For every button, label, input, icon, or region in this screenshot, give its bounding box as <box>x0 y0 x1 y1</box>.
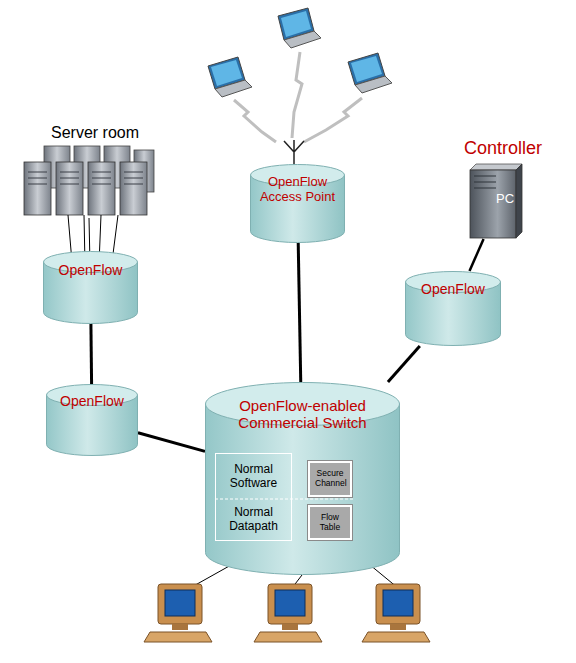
label-wrap: OpenFlow <box>46 393 138 409</box>
server-tower <box>88 162 115 215</box>
wireless-bolt <box>234 100 276 142</box>
laptop-keyboard <box>284 31 321 48</box>
wireless-bolt <box>304 98 362 142</box>
label-wrap: OpenFlow-enabled Commercial Switch <box>205 397 400 432</box>
laptop-keyboard <box>215 80 252 97</box>
keyboard <box>254 632 322 642</box>
monitor-screen <box>383 590 413 616</box>
node-label: OpenFlow <box>46 262 136 278</box>
cylinder-node: OpenFlow-enabled Commercial SwitchNormal… <box>205 382 400 575</box>
cylinder-body <box>251 175 345 242</box>
link-line <box>89 218 91 251</box>
link-line <box>89 324 93 384</box>
server-tower <box>24 162 51 215</box>
cylinder-body <box>406 282 501 346</box>
component-box: Flow Table <box>308 505 352 540</box>
server-rack <box>24 146 154 215</box>
label-wrap: OpenFlow <box>405 281 501 297</box>
component-label: Secure Channel <box>315 469 345 489</box>
monitor-stand <box>390 624 406 630</box>
keyboard <box>362 632 430 642</box>
link-line <box>138 433 205 452</box>
antenna <box>284 140 304 166</box>
link-line <box>469 239 483 271</box>
cylinder-body <box>44 262 138 323</box>
monitor-stand <box>172 624 188 630</box>
server-tower <box>120 162 147 215</box>
monitor-screen <box>165 590 195 616</box>
cylinder-node: OpenFlow <box>46 384 138 456</box>
wireless-bolt <box>292 52 302 138</box>
laptop-keyboard <box>355 76 392 93</box>
node-label: OpenFlow <box>47 393 137 409</box>
laptop <box>208 57 252 97</box>
drive-slots <box>474 176 496 188</box>
controller-pc <box>470 164 522 238</box>
node-label: OpenFlow Access Point <box>256 175 340 205</box>
component-label: Flow Table <box>315 513 345 533</box>
group-heading: Server room <box>32 124 158 142</box>
component-box: Normal Datapath <box>215 499 292 541</box>
keyboard <box>144 632 212 642</box>
controller-node: ControllerPC <box>456 137 556 239</box>
monitor <box>158 584 202 624</box>
server-group: Server room <box>18 124 158 218</box>
pc-label: PC <box>496 191 514 206</box>
component-box: Secure Channel <box>308 461 352 497</box>
node-label: OpenFlow <box>408 281 498 297</box>
component-label: Normal Datapath <box>224 506 284 534</box>
cylinder-shape <box>43 251 138 324</box>
node-label: OpenFlow-enabled Commercial Switch <box>220 397 385 432</box>
laptop <box>348 53 392 93</box>
label-wrap: OpenFlow Access Point <box>250 175 345 205</box>
monitor-screen <box>275 590 305 616</box>
monitor <box>376 584 420 624</box>
cylinder-node: OpenFlow <box>43 251 138 324</box>
cylinder-node: OpenFlow <box>405 271 501 346</box>
monitor <box>268 584 312 624</box>
drive-slots <box>28 172 143 184</box>
pc-top <box>470 164 522 170</box>
laptop <box>278 8 321 48</box>
desktop-computer <box>362 584 430 642</box>
desktop-computer <box>144 584 212 642</box>
link-line <box>298 243 301 382</box>
label-wrap: OpenFlow <box>43 262 138 278</box>
monitor-stand <box>282 624 298 630</box>
cylinder-node: OpenFlow Access Point <box>250 164 345 243</box>
link-line <box>388 346 420 382</box>
component-label: Normal Software <box>224 463 284 491</box>
controller-heading: Controller <box>464 138 542 159</box>
server-tower <box>56 162 83 215</box>
desktop-computer <box>254 584 322 642</box>
component-box: Normal Software <box>215 453 292 499</box>
pc-side <box>516 164 522 238</box>
pc-front <box>470 170 516 238</box>
